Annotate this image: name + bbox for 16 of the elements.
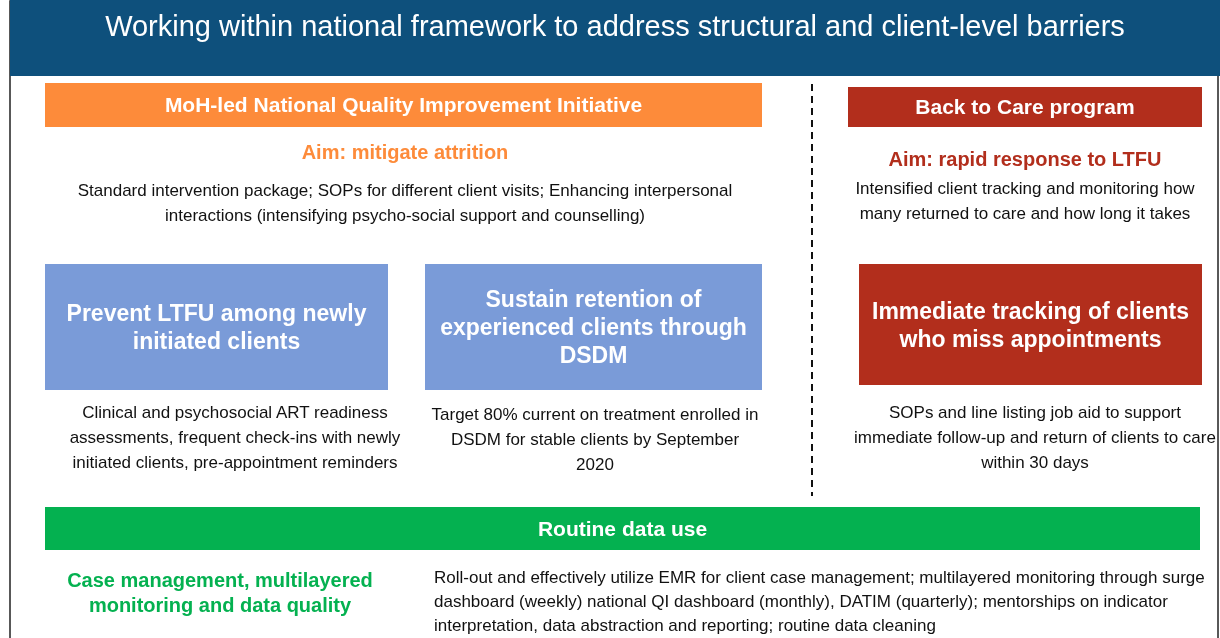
strategy-box: Immediate tracking of clients who miss appointments (859, 264, 1202, 385)
strategy-box: Prevent LTFU among newly initiated clients (45, 264, 388, 390)
description-text: Target 80% current on treatment enrolled in DSDM for stable clients by September 2020 (430, 404, 760, 476)
header-bar: Routine data use (45, 507, 1200, 550)
aim-heading: Aim: mitigate attrition (300, 140, 510, 165)
strategy-box: Sustain retention of experienced clients through DSDM (425, 264, 762, 390)
description-text: SOPs and line listing job aid to support immediate follow-up and return of clients to care within 30 days (853, 402, 1217, 474)
header-bar: MoH-led National Quality Improvement Initiative (45, 83, 762, 127)
description-text: Intensified client tracking and monitoring how many returned to care and how long it takes (855, 178, 1195, 225)
aim-heading: Case management, multilayered monitoring and data quality (66, 568, 374, 618)
header-bar: Back to Care program (848, 87, 1202, 127)
title-banner: Working within national framework to address structural and client-level barriers (10, 0, 1220, 76)
description-text: Roll-out and effectively utilize EMR for client case management; multilayered monitoring through surge dashboard (weekly) national QI dashboard (monthly), DATIM (quarterly); mentorships on indicator interpretation, data abstraction and reporting; routine data cleaning (434, 567, 1206, 637)
description-text: Clinical and psychosocial ART readiness assessments, frequent check-ins with newly initiated clients, pre-appointment reminders (68, 402, 402, 474)
aim-heading: Aim: rapid response to LTFU (887, 147, 1163, 172)
description-text: Standard intervention package; SOPs for different client visits; Enhancing interpersonal interactions (intensifying psycho-social support and counselling) (76, 180, 734, 227)
